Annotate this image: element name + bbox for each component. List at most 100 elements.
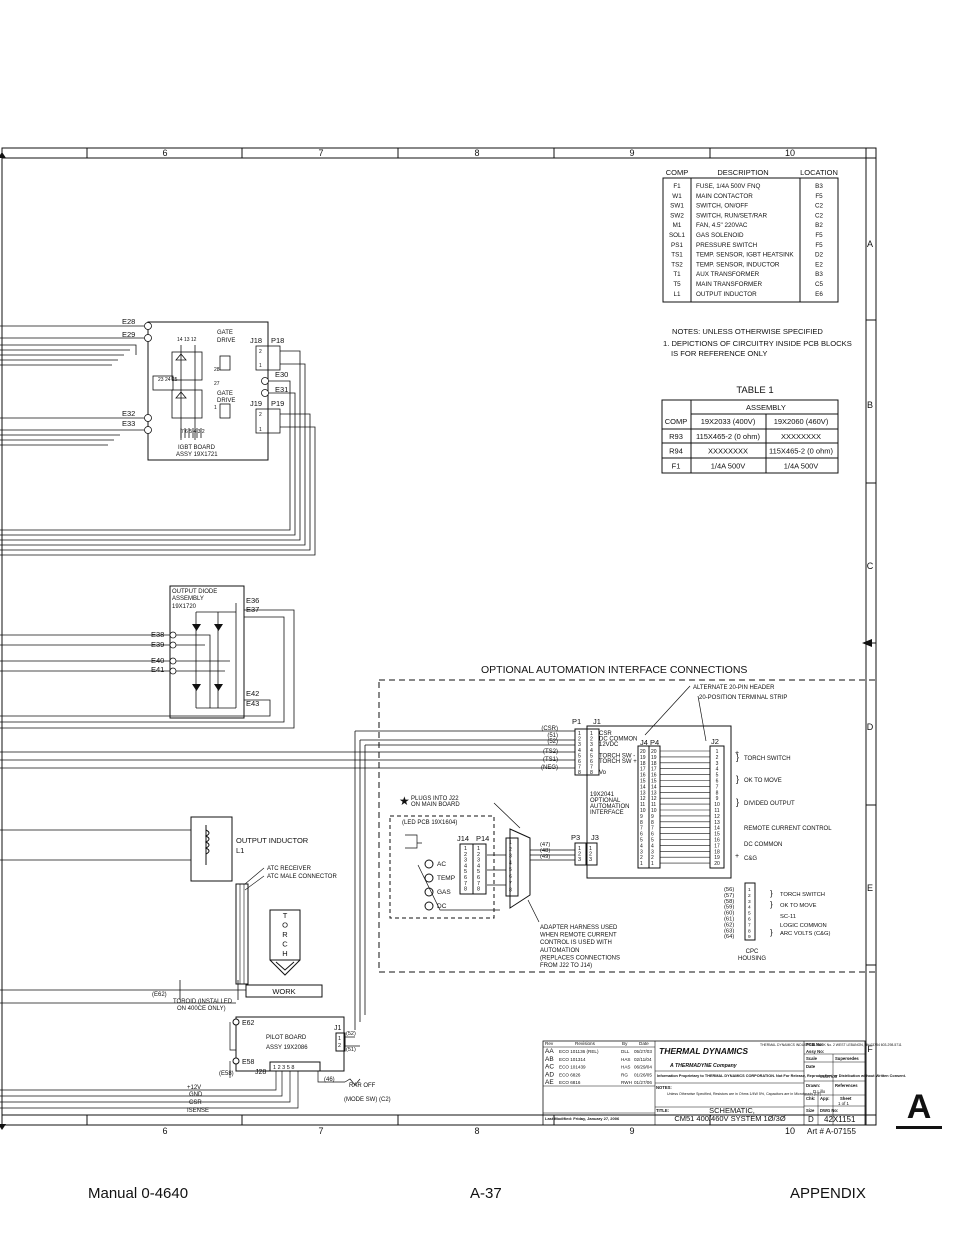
rev-date: 01/26/05 — [634, 1072, 652, 1077]
grid-row-c: C — [867, 561, 874, 571]
connector-j19: J19 — [250, 399, 262, 408]
connector-j4p4: J4 P4 — [640, 738, 659, 747]
terminal-e28: E28 — [122, 317, 135, 326]
p14-pin-number: 5 — [477, 869, 480, 875]
interface-board-label-4: INTERFACE — [590, 810, 624, 816]
tb-date-header: Date — [639, 1041, 649, 1046]
cpc-wire-label: (61) — [724, 917, 734, 923]
p14-pin-number: 3 — [477, 858, 480, 864]
parts-row-comp: F1 — [673, 183, 681, 190]
harness-wire-label: (49) — [540, 854, 550, 860]
p1-pin-number: 2 — [590, 737, 593, 743]
cpc-wire-label: (58) — [724, 899, 734, 905]
j4-pin-number: 4 — [640, 843, 643, 849]
output-diode-assembly: OUTPUT DIODE ASSEMBLY 19X1720 E38 E39 E4… — [0, 585, 295, 729]
cpc-wire-label: (60) — [724, 911, 734, 917]
diode-label-2: ASSEMBLY — [172, 596, 204, 602]
p4-pin-number: 4 — [651, 843, 654, 849]
torch-letter: C — [282, 940, 288, 949]
harness-note-line: FROM J22 TO J14) — [540, 963, 592, 969]
harness-note-line: (REPLACES CONNECTIONS — [540, 955, 620, 961]
parts-row-location: B2 — [815, 222, 823, 229]
grid-row-f: F — [867, 1044, 873, 1054]
cpc-wire-label: (57) — [724, 893, 734, 899]
tb-assy-label: Assy No: — [806, 1049, 824, 1054]
j2-pin-number: 13 — [714, 820, 720, 826]
j14-pin-number: 6 — [464, 875, 467, 881]
harness-wire-label: (47) — [540, 842, 550, 848]
j2-pin-number: 9 — [716, 796, 719, 802]
grid-row-e: E — [867, 883, 873, 893]
p18-pin-1: 1 — [259, 363, 262, 369]
parts-row-location: E6 — [815, 291, 823, 298]
wire-52: (52) — [346, 1031, 356, 1037]
parts-header-description: DESCRIPTION — [717, 168, 768, 177]
parts-row-comp: T1 — [673, 271, 681, 278]
cpc-brace: } — [770, 900, 773, 909]
p1-pin-number: 3 — [590, 742, 593, 748]
tb-scale-label: Scale — [806, 1056, 818, 1061]
parts-row-description: TEMP. SENSOR, INDUCTOR — [696, 261, 780, 268]
table-1-row-400v: 1/4A 500V — [711, 461, 746, 470]
parts-row-comp: PS1 — [671, 242, 683, 249]
terminal-e43: E43 — [246, 699, 259, 708]
atc-connector-label: ATC MALE CONNECTOR — [267, 874, 337, 880]
cpc-wire-label: (62) — [724, 922, 734, 928]
rar-off-label: RAR OFF — [349, 1083, 376, 1089]
grid-col-7-bottom: 7 — [318, 1126, 323, 1136]
rev-description: ECO 101136 (REL) — [559, 1049, 599, 1054]
parts-row-location: B3 — [815, 271, 823, 278]
j4-pin-number: 10 — [640, 808, 646, 814]
tb-title-label: TITLE: — [656, 1108, 669, 1113]
table-1-row-460v: 1/4A 500V — [784, 461, 819, 470]
strip-function-label: TORCH SWITCH — [744, 756, 791, 762]
tb-references-label: References — [835, 1083, 858, 1088]
p4-pin-number: 20 — [651, 749, 657, 755]
j14-pin-number: 1 — [464, 846, 467, 852]
led-label: TEMP — [437, 875, 455, 882]
terminal-e36: E36 — [246, 596, 259, 605]
connector-j14: J14 — [457, 834, 469, 843]
table-1-header-400v: 19X2033 (400V) — [701, 417, 756, 426]
connector-p3: P3 — [571, 833, 580, 842]
j4-pin-number: 9 — [640, 814, 643, 820]
p14-pin-number: 6 — [477, 875, 480, 881]
signal-12v: +12V — [187, 1085, 201, 1091]
terminal-e31: E31 — [275, 385, 288, 394]
j14-pin-number: 4 — [464, 863, 467, 869]
igbt-pin-27: 27 — [214, 381, 220, 387]
pilot-board-label-1: PILOT BOARD — [266, 1035, 307, 1041]
harness-note-line: CONTROL IS USED WITH — [540, 940, 612, 946]
p14-pin-number: 7 — [477, 881, 480, 887]
rev-description: ECO 101439 — [559, 1065, 586, 1070]
j4-pin-number: 8 — [640, 820, 643, 826]
parts-row-location: C5 — [815, 281, 824, 288]
cpc-function-label: SC-11 — [780, 914, 796, 920]
harness-pin-number: 6 — [509, 874, 512, 880]
tb-drawn-by: D.Lillo — [813, 1089, 826, 1094]
p1-wire-label: (51) — [547, 733, 558, 739]
parts-row-comp: L1 — [673, 291, 681, 298]
table-1-row-comp: R93 — [669, 432, 683, 441]
j1-signal-label: TORCH SW - — [599, 753, 635, 759]
p1-pin-number: 4 — [590, 748, 593, 754]
j4-pin-number: 16 — [640, 773, 646, 779]
j1-pin-number: 5 — [578, 753, 581, 759]
tb-supersedes-label: Supersedes — [835, 1056, 859, 1061]
cpc-pin-number: 8 — [748, 928, 751, 934]
terminal-e38: E38 — [151, 630, 164, 639]
gate-drive-label-bottom: GATE — [217, 391, 233, 397]
j4-pin-number: 18 — [640, 761, 646, 767]
signal-isense: ISENSE — [187, 1108, 209, 1114]
j1-signal-label: TORCH SW + — [599, 759, 637, 765]
j1-pin-number: 3 — [578, 742, 581, 748]
terminal-e29: E29 — [122, 330, 135, 339]
p4-pin-number: 1 — [651, 861, 654, 867]
igbt-pin-1: 1 — [214, 405, 217, 411]
wire-51: (51) — [346, 1047, 356, 1053]
pilot-board-label-2: ASSY 19X2086 — [266, 1045, 308, 1051]
j2-pin-number: 12 — [714, 814, 720, 820]
grid-col-10-bottom: 10 — [785, 1126, 795, 1136]
